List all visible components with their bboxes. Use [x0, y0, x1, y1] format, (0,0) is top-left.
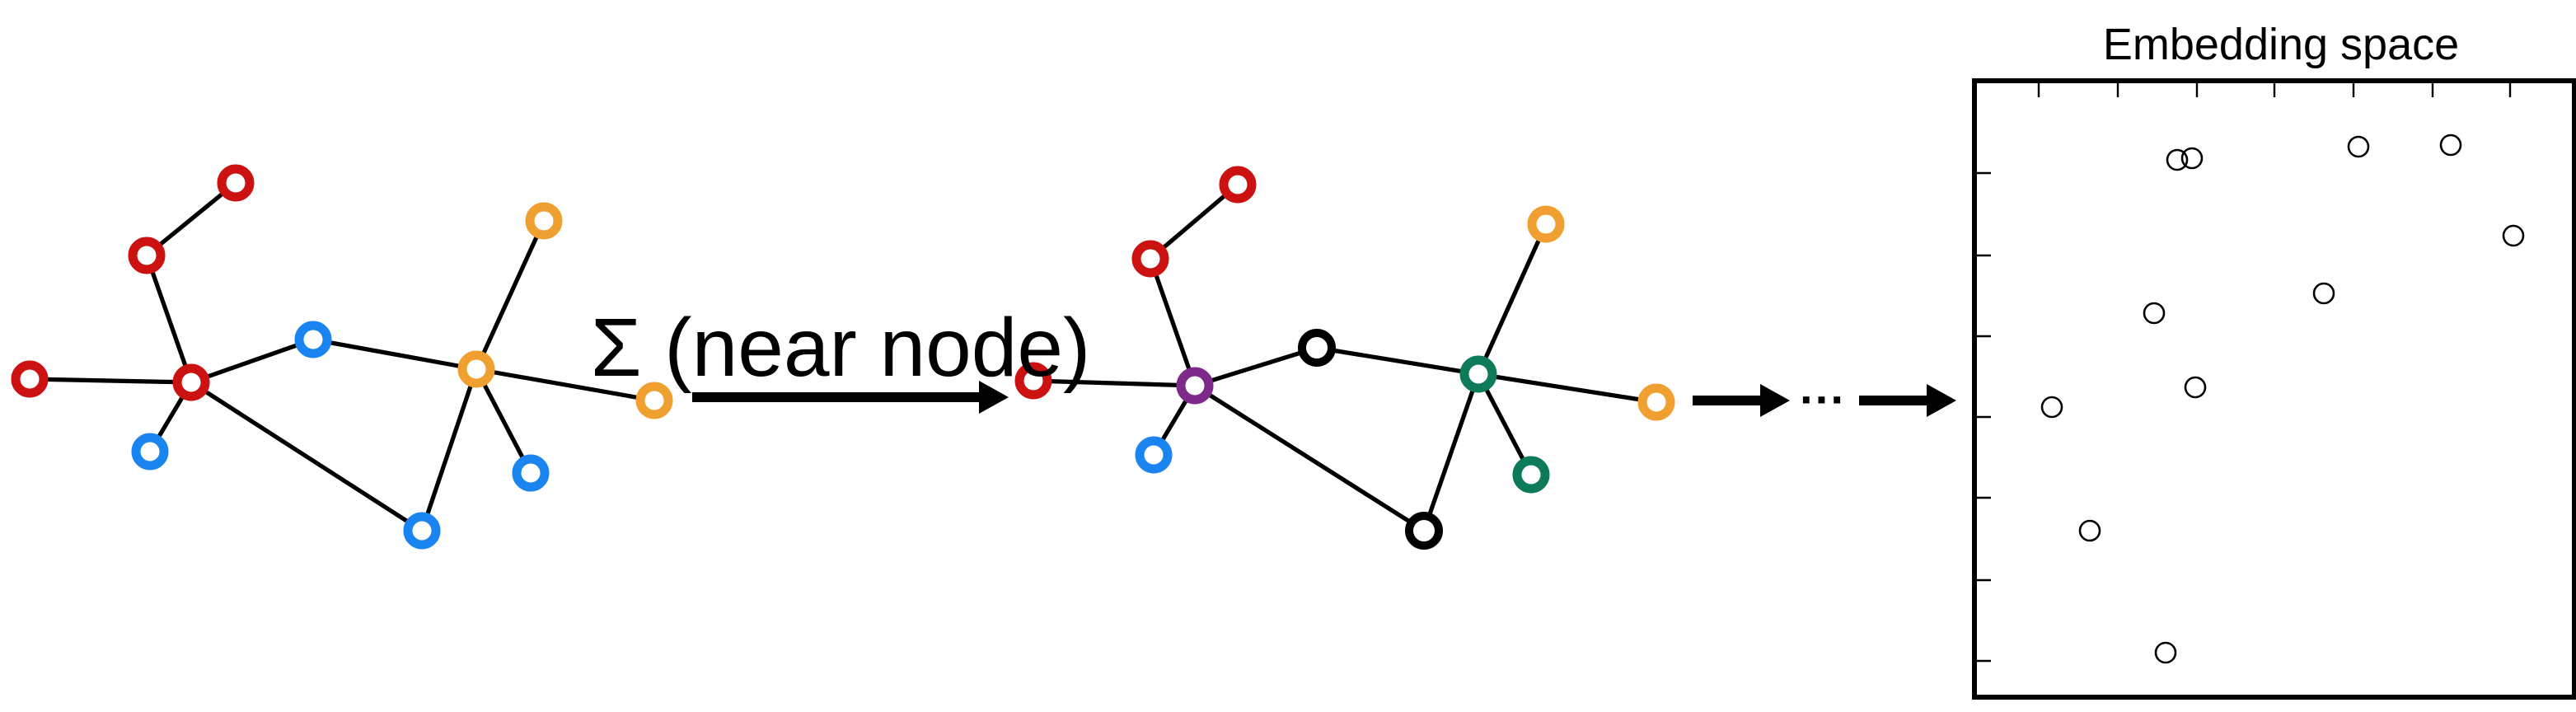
graphs-layer [11, 164, 1675, 550]
embedding-point [2040, 396, 2063, 419]
continuation-arrow-right [1859, 384, 1956, 417]
graph-edge [1421, 373, 1481, 532]
graph-edge [1148, 258, 1197, 386]
graph-edge [474, 219, 546, 371]
plot-frame [1972, 78, 2576, 700]
graph-node-blue [512, 454, 550, 492]
plot-points [2040, 134, 2525, 664]
graph-edge [1194, 345, 1318, 388]
embedding-point [2502, 224, 2525, 247]
graph-node-orange [635, 382, 673, 419]
embedding-plot [1972, 78, 2576, 700]
graph-node-purple [1176, 367, 1214, 405]
embedding-point [2180, 147, 2204, 170]
graph-node-red [1014, 362, 1052, 400]
graph-edge [29, 377, 192, 385]
graph-edge [1478, 372, 1657, 405]
graph-edge [1033, 378, 1196, 388]
embedding-point [2154, 641, 2177, 664]
continuation-ellipsis: ··· [1800, 373, 1846, 425]
graph-edge [1476, 222, 1548, 376]
graph-node-black [1298, 329, 1336, 367]
graph-node-red [11, 360, 49, 398]
graph-node-green [1459, 355, 1497, 393]
graph-node-green [1512, 456, 1550, 494]
graph-node-blue [1135, 436, 1173, 474]
graph-edge [1149, 183, 1239, 260]
graph-node-orange [525, 202, 563, 240]
plot-title: Embedding space [2103, 20, 2459, 69]
graph-edge [475, 367, 655, 403]
graph-edge [312, 337, 477, 372]
graph-edge [1476, 372, 1534, 476]
graph-node-red [128, 237, 166, 274]
embedding-point [2078, 519, 2101, 542]
graph-edge [144, 255, 194, 383]
graph-edge [190, 380, 424, 533]
graph-node-red [1131, 240, 1169, 278]
aggregation-arrow [692, 381, 1009, 414]
input-graph [11, 164, 673, 550]
aggregation-label: Σ (near node) [591, 302, 1091, 394]
graph-edge [190, 337, 314, 385]
aggregated-graph [1014, 166, 1675, 550]
graph-edge [145, 180, 237, 258]
graph-node-blue [294, 321, 332, 358]
continuation-arrow-left [1693, 384, 1790, 417]
graph-edge [474, 368, 533, 475]
graph-edge [1316, 345, 1479, 377]
embedding-point [2184, 376, 2207, 399]
embedding-point [2143, 302, 2166, 325]
graph-node-black [1405, 512, 1443, 550]
graph-node-orange [1637, 383, 1675, 421]
embedding-point [2347, 135, 2370, 158]
graph-node-red [1219, 166, 1257, 204]
graph-node-blue [403, 512, 441, 550]
graph-node-red [172, 363, 210, 401]
graph-node-orange [1527, 205, 1565, 243]
graph-edge [419, 368, 479, 532]
embedding-point [2166, 148, 2189, 171]
graph-node-orange [457, 350, 495, 388]
graph-node-blue [131, 433, 169, 471]
graph-node-red [217, 164, 255, 202]
embedding-point [2312, 282, 2335, 305]
graph-edge [1193, 383, 1426, 533]
plot-ticks [1974, 81, 2512, 663]
embedding-point [2439, 134, 2462, 157]
